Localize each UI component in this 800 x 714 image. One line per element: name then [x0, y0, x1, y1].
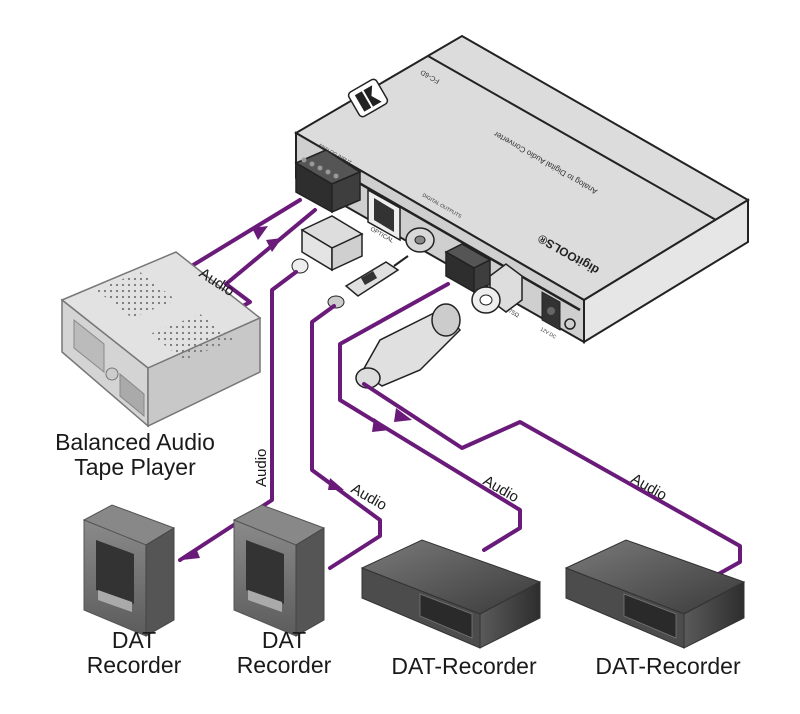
- dat-recorder-3: [360, 539, 542, 649]
- converter-device: FC-6D Analog to Digital Audio Converter …: [294, 34, 750, 344]
- dat-2-label-line2: Recorder: [236, 651, 332, 678]
- tape-player-label-line2: Tape Player: [74, 453, 196, 480]
- bnc-output-connector: [471, 263, 523, 314]
- dat-2-label: DAT Recorder: [224, 628, 344, 678]
- power-jack: [541, 291, 576, 331]
- dat-4-label: DAT-Recorder: [578, 654, 758, 679]
- dat-1-label-line1: DAT: [111, 627, 157, 653]
- device-side: [583, 198, 749, 344]
- arrow-icon: [266, 238, 282, 252]
- coax-jack: [405, 227, 435, 253]
- arrow-icon: [394, 408, 412, 422]
- digital-output-terminal: [444, 243, 492, 294]
- cable-arrows: [182, 226, 412, 560]
- arrow-icon: [252, 226, 268, 240]
- dat-3-label: DAT-Recorder: [374, 654, 554, 679]
- analog-input-terminal: [294, 149, 362, 214]
- dat-3-label-line1: DAT-Recorder: [391, 653, 537, 679]
- arrow-icon: [182, 548, 200, 560]
- dat-recorder-4: [564, 539, 746, 649]
- xlr-plug: [291, 215, 364, 274]
- power-label: 12V DC: [539, 327, 557, 341]
- cable-to-dat-4: [362, 382, 742, 592]
- tape-player-label-line1: Balanced Audio: [55, 429, 215, 455]
- dat-tower-1: [82, 504, 176, 637]
- dat-4-label-line1: DAT-Recorder: [595, 653, 741, 679]
- dat-tower-2: [232, 504, 326, 637]
- optical-port: [367, 188, 401, 242]
- arrow-icon: [328, 478, 344, 490]
- dat-2-label-line1: DAT: [261, 627, 307, 653]
- coax-impedance-label: 75Ω: [507, 309, 520, 320]
- tape-player-device: [60, 251, 262, 428]
- cable-label-dat-1: Audio: [253, 448, 270, 487]
- arrow-icon: [372, 418, 390, 432]
- cable-to-dat-3: [338, 282, 522, 552]
- cables: [178, 198, 742, 592]
- dat-1-label: DAT Recorder: [74, 628, 194, 678]
- dat-1-label-line2: Recorder: [86, 651, 182, 678]
- cable-to-dat-1: [178, 270, 298, 562]
- cable-to-dat-2: [310, 304, 382, 570]
- bnc-cable-plug: [355, 303, 462, 389]
- tape-player-label: Balanced Audio Tape Player: [40, 430, 230, 480]
- kramer-logo-icon: [347, 78, 389, 118]
